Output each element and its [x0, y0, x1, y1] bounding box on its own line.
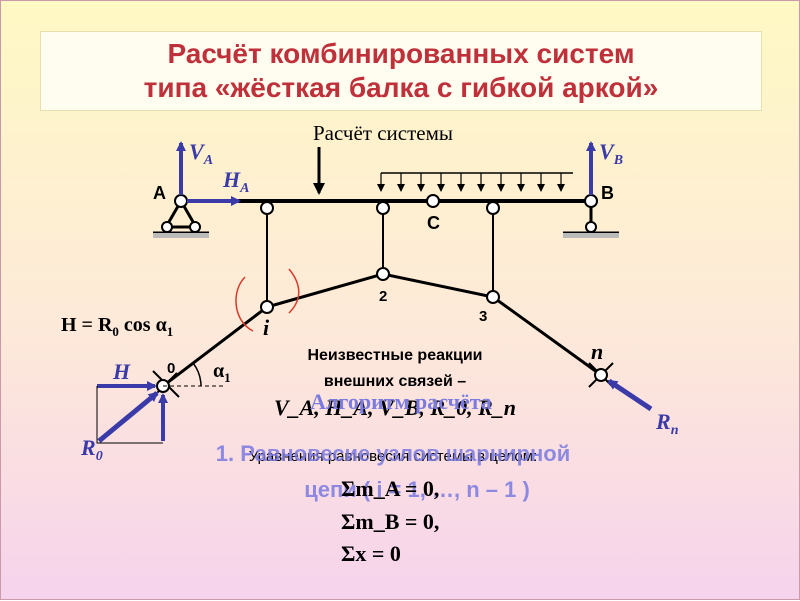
cut-annotation-right [288, 268, 300, 314]
label-vb-main: V [599, 139, 616, 164]
label-r0-main: R [80, 435, 96, 460]
equation-2: Σm_B = 0, [341, 509, 439, 534]
label-rn-sub: n [671, 423, 679, 438]
r0-arrow [97, 391, 159, 443]
step-1-line-2: цепи ( i = 1, …, n – 1 ) [304, 477, 530, 502]
title-box: Расчёт комбинированных систем типа «жёст… [40, 31, 762, 111]
label-rn: Rn [655, 409, 679, 438]
label-vb: VB [599, 139, 623, 168]
label-ha: HA [222, 167, 249, 196]
load-label: Расчёт системы [313, 121, 453, 145]
label-b: B [601, 183, 614, 203]
unknowns-line-2: внешних связей – [324, 373, 466, 390]
title-line-1: Расчёт комбинированных систем [167, 38, 635, 69]
formula-h-main: H = R [61, 314, 113, 336]
rn-arrow [607, 378, 653, 412]
label-node-0: 0 [167, 360, 175, 377]
hinge-beam-2 [376, 201, 390, 215]
label-va: VA [189, 139, 213, 168]
label-a: A [153, 183, 166, 203]
unknowns-list: V_A, H_A, V_B, R_0, R_n [274, 395, 516, 420]
hinge-node-3 [486, 290, 500, 304]
label-ha-sub: A [239, 181, 249, 196]
label-ha-main: H [222, 167, 241, 192]
cut-annotation-left [235, 276, 254, 332]
label-rn-main: R [655, 409, 671, 434]
formula-h: H = R0 cos α1 [61, 314, 173, 339]
equation-3: Σx = 0 [341, 541, 401, 566]
hinge-beam-i [260, 201, 274, 215]
support-a [153, 194, 209, 238]
distributed-load [377, 172, 573, 192]
algorithm-heading: Алгоритм расчёта [310, 389, 492, 414]
hinge-c [426, 194, 440, 208]
label-node-2: 2 [379, 288, 387, 305]
hinge-node-2 [376, 267, 390, 281]
step-1-line-1: 1. Равновесие узлов шарнирной [216, 441, 570, 466]
label-alpha: α1 [213, 360, 231, 385]
hinge-node-i [260, 300, 274, 314]
label-r0: R0 [80, 435, 103, 464]
label-node-n: n [591, 339, 603, 364]
unknowns-line-1: Неизвестные реакции [307, 347, 482, 364]
label-va-main: V [189, 139, 206, 164]
label-vb-sub: B [613, 153, 623, 168]
label-c: C [427, 213, 440, 233]
label-node-3: 3 [479, 308, 487, 325]
component-rect [96, 386, 163, 444]
label-r0-sub: 0 [96, 449, 103, 464]
label-node-i: i [263, 315, 270, 340]
equation-1: Σm_A = 0, [341, 476, 439, 501]
alpha-arc [192, 362, 202, 387]
label-alpha-sub: 1 [224, 370, 231, 385]
formula-h-sub: 0 [112, 324, 119, 339]
formula-h-tail: cos α [119, 314, 167, 336]
title-line-2: типа «жёсткая балка с гибкой аркой» [143, 72, 659, 103]
label-h: H [112, 359, 131, 384]
hinge-beam-3 [486, 201, 500, 215]
equilibrium-heading: Уравнения равновесия системы в целом: [249, 448, 538, 465]
label-va-sub: A [203, 153, 213, 168]
label-alpha-main: α [213, 360, 224, 382]
formula-h-sub2: 1 [167, 324, 174, 339]
